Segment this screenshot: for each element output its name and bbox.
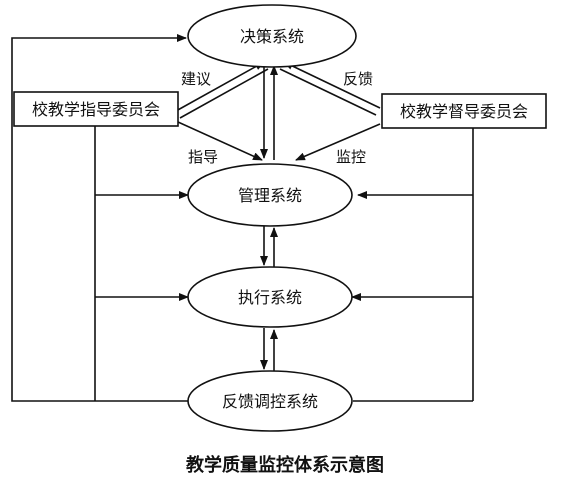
decision-to-guidance-line (179, 68, 269, 119)
node-supervision-committee: 校教学督导委员会 (381, 93, 547, 129)
node-decision-system: 决策系统 (187, 4, 357, 68)
node-guidance-committee-label: 校教学指导委员会 (32, 100, 160, 119)
node-feedback-control-label: 反馈调控系统 (222, 392, 318, 411)
node-decision-label: 决策系统 (240, 27, 304, 46)
node-feedback-control-system: 反馈调控系统 (187, 370, 353, 432)
connectors (11, 34, 474, 402)
guidance-to-decision-arrow (175, 61, 265, 112)
node-execution-system: 执行系统 (187, 266, 353, 328)
edge-label-feedback: 反馈 (343, 70, 373, 88)
decision-to-supervision-line (279, 68, 377, 116)
diagram-caption: 教学质量监控体系示意图 (186, 454, 384, 476)
edge-label-suggest: 建议 (181, 70, 211, 88)
edge-label-monitor: 监控 (336, 148, 366, 166)
node-management-system: 管理系统 (187, 163, 353, 227)
node-guidance-committee: 校教学指导委员会 (13, 91, 179, 127)
outer-loop-arrow (11, 34, 193, 402)
node-supervision-committee-label: 校教学督导委员会 (400, 102, 528, 121)
guidance-to-management-diag-arrow (177, 121, 263, 161)
node-management-label: 管理系统 (238, 186, 302, 205)
supervision-to-management-diag-arrow (295, 123, 381, 161)
node-execution-label: 执行系统 (238, 288, 302, 307)
edge-label-guide: 指导 (188, 148, 218, 166)
supervision-to-decision-arrow (283, 61, 381, 109)
